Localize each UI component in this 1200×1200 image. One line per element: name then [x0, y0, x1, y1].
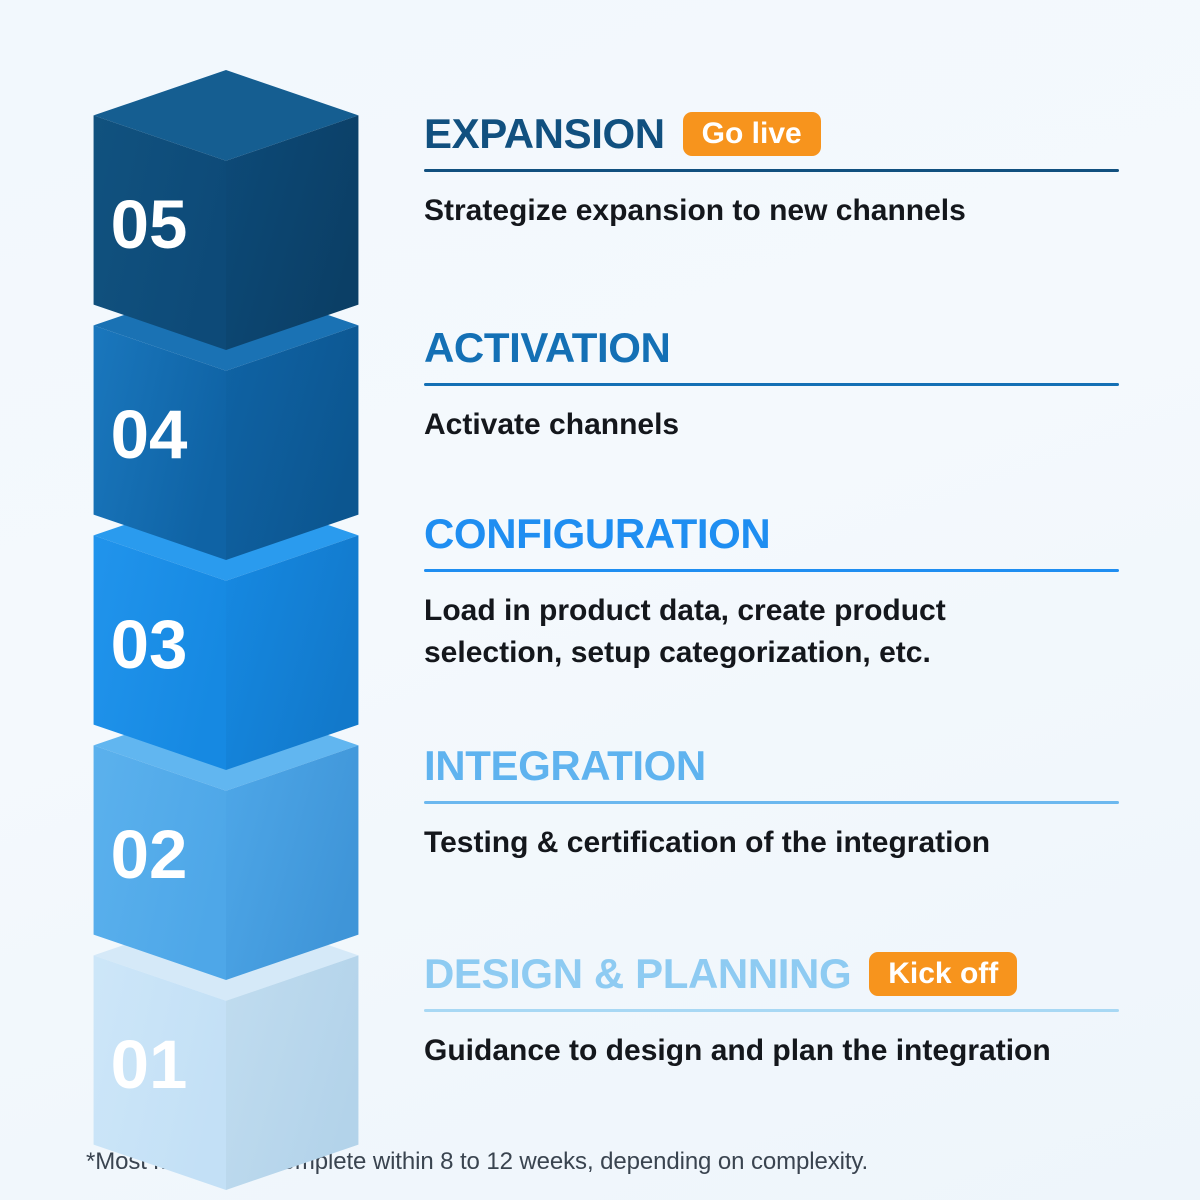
- step-description: Testing & certification of the integrati…: [424, 826, 991, 859]
- step-title: DESIGN & PLANNING: [424, 950, 852, 997]
- step-badge[interactable]: Kick off: [869, 952, 1018, 996]
- step-divider: [424, 383, 1119, 386]
- cube-number-05: 05: [111, 185, 188, 263]
- step-04: ACTIVATION Activate channels: [424, 322, 1119, 446]
- cube-number-01: 01: [111, 1025, 188, 1103]
- cube-left-face: [93, 325, 226, 560]
- step-02: INTEGRATION Testing & certification of th…: [424, 740, 1119, 864]
- cube-left-face: [93, 115, 226, 350]
- cube-05: 05: [86, 70, 366, 350]
- step-divider: [424, 569, 1119, 572]
- step-header: CONFIGURATION: [424, 508, 1119, 560]
- step-description: Guidance to design and plan the integrat…: [424, 1034, 1051, 1067]
- step-description: Strategize expansion to new channels: [424, 194, 966, 227]
- cube-right-face: [226, 955, 359, 1190]
- step-header: INTEGRATION: [424, 740, 1119, 792]
- step-03: CONFIGURATION Load in product data, creat…: [424, 508, 1119, 674]
- step-title: EXPANSION: [424, 110, 665, 157]
- cube-02: 02: [86, 700, 366, 980]
- cube-number-02: 02: [111, 815, 188, 893]
- cube-number-03: 03: [111, 605, 188, 683]
- step-header: EXPANSION Go live: [424, 108, 1119, 160]
- step-badge[interactable]: Go live: [682, 112, 821, 156]
- step-description: Load in product data, create product sel…: [424, 594, 946, 669]
- step-description: Activate channels: [424, 408, 680, 441]
- step-title: INTEGRATION: [424, 742, 706, 789]
- cube-right-face: [226, 745, 359, 980]
- cube-stack: 05: [0, 0, 420, 1190]
- step-header: ACTIVATION: [424, 322, 1119, 374]
- step-divider: [424, 1009, 1119, 1012]
- cube-left-face: [93, 535, 226, 770]
- cube-right-face: [226, 115, 359, 350]
- step-title: ACTIVATION: [424, 324, 671, 371]
- cube-top-face: [93, 70, 359, 161]
- cube-right-face: [226, 325, 359, 560]
- cube-right-face: [226, 535, 359, 770]
- cube-shape-02: 02: [93, 700, 359, 980]
- cube-number-04: 04: [111, 395, 188, 473]
- step-title: CONFIGURATION: [424, 510, 771, 557]
- step-divider: [424, 169, 1119, 172]
- cube-left-face: [93, 745, 226, 980]
- step-header: DESIGN & PLANNING Kick off: [424, 948, 1119, 1000]
- cube-left-face: [93, 955, 226, 1190]
- step-divider: [424, 801, 1119, 804]
- cube-shape-05: 05: [93, 70, 359, 350]
